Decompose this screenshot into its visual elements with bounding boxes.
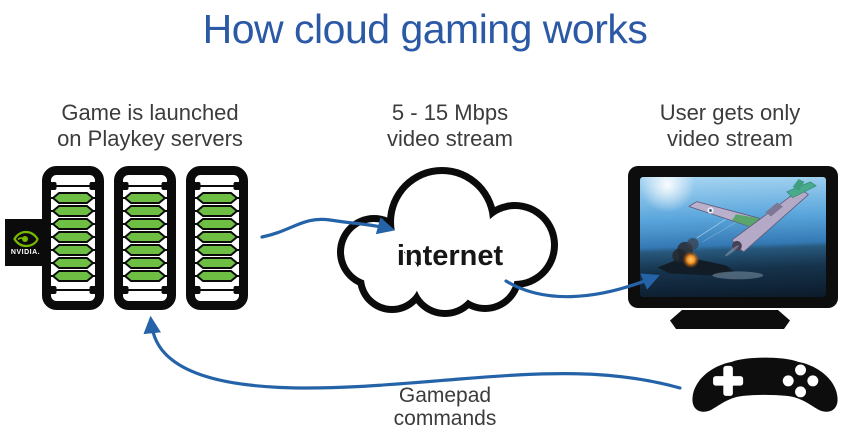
button-top	[795, 364, 806, 376]
user-caption: User gets only video stream	[620, 100, 840, 152]
fighter-plane	[688, 178, 817, 257]
gamepad-caption: Gamepad commands	[350, 384, 540, 430]
button-left	[782, 375, 794, 387]
server-rack-icon	[42, 166, 248, 310]
nvidia-logo: NVIDIA.	[5, 219, 46, 266]
user-caption-line1: User gets only	[659, 100, 801, 125]
server-rack-1	[47, 171, 100, 306]
stream-caption: 5 - 15 Mbps video stream	[340, 100, 560, 152]
gamepad-icon	[692, 357, 838, 412]
game-video-stream	[640, 177, 826, 297]
stream-caption-line1: 5 - 15 Mbps	[391, 100, 509, 125]
servers-caption-line1: Game is launched	[61, 100, 239, 125]
stream-caption-line2: video stream	[387, 126, 513, 151]
monitor-stand	[670, 310, 790, 329]
servers-caption: Game is launched on Playkey servers	[40, 100, 260, 152]
user-caption-line2: video stream	[667, 126, 793, 151]
game-scene	[640, 177, 817, 280]
button-right	[807, 375, 819, 387]
arrow-gamepad-to-servers	[143, 315, 682, 390]
gamepad-caption-line1: Gamepad	[398, 384, 492, 407]
internet-label: internet	[396, 240, 504, 272]
gamepad-caption-line2: commands	[393, 407, 497, 430]
nvidia-eye-icon	[12, 230, 39, 247]
servers-caption-line2: on Playkey servers	[57, 126, 243, 151]
nvidia-wordmark: NVIDIA.	[10, 248, 41, 256]
monitor-icon	[628, 166, 838, 308]
server-rack-2	[119, 171, 172, 306]
button-bottom	[795, 386, 806, 398]
page-title: How cloud gaming works	[202, 6, 648, 52]
server-rack-3	[191, 171, 244, 306]
